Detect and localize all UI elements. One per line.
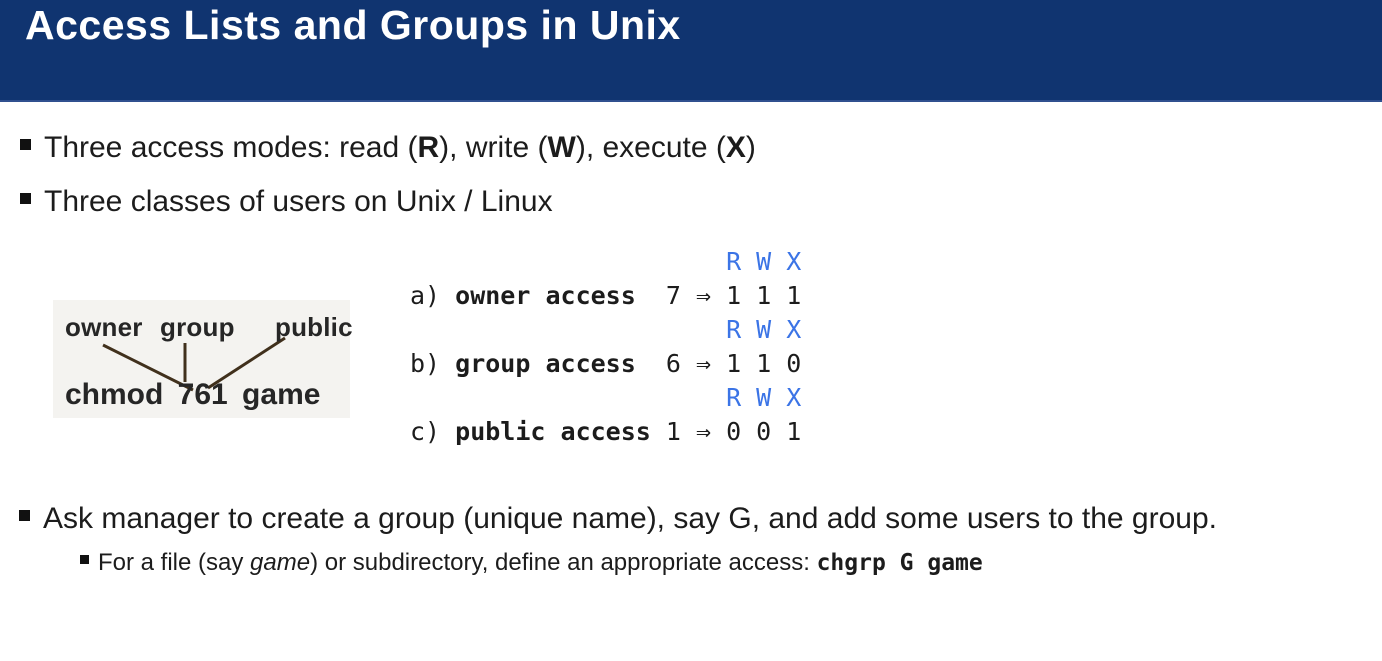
- rwx-header: R W X: [410, 247, 802, 276]
- bullet-text: Three access modes: read (R), write (W),…: [44, 131, 756, 164]
- row-label: group access: [455, 349, 636, 378]
- text-segment: Three access modes: read (: [44, 131, 418, 164]
- row-prefix: b): [410, 349, 456, 378]
- mode-x: X: [725, 131, 746, 164]
- bullet-text: For a file (say game) or subdirectory, d…: [98, 549, 983, 576]
- bullet-square-icon: [80, 555, 89, 564]
- filename-game: game: [250, 549, 311, 576]
- row-values: 6 ⇒ 1 1 0: [635, 349, 802, 378]
- diagram-label-group: group: [160, 312, 235, 342]
- bullet-text: Three classes of users on Unix / Linux: [44, 185, 553, 218]
- row-label: public access: [455, 417, 651, 446]
- bullet-text: Ask manager to create a group (unique na…: [43, 502, 1217, 535]
- access-table: R W X a) owner access 7 ⇒ 1 1 1 R W X b)…: [410, 245, 801, 449]
- bullet-access-modes: Three access modes: read (R), write (W),…: [20, 131, 756, 165]
- bullet-square-icon: [20, 193, 31, 204]
- text-segment: ), execute (: [575, 131, 726, 164]
- diagram-label-public: public: [275, 312, 353, 342]
- page-title: Access Lists and Groups in Unix: [25, 2, 681, 48]
- row-prefix: c): [410, 417, 456, 446]
- row-values: 7 ⇒ 1 1 1: [635, 281, 802, 310]
- table-row-owner: a) owner access 7 ⇒ 1 1 1: [410, 279, 801, 313]
- text-segment: ) or subdirectory, define an appropriate…: [310, 549, 817, 576]
- text-segment: ), write (: [439, 131, 548, 164]
- table-row-public: c) public access 1 ⇒ 0 0 1: [410, 415, 801, 449]
- rwx-header: R W X: [410, 315, 802, 344]
- row-prefix: a): [410, 281, 456, 310]
- row-values: 1 ⇒ 0 0 1: [650, 417, 802, 446]
- row-label: owner access: [455, 281, 636, 310]
- rwx-header: R W X: [410, 383, 802, 412]
- title-bar: Access Lists and Groups in Unix: [0, 0, 1382, 102]
- chmod-diagram: owner group public chmod 761 game: [53, 300, 353, 418]
- bullet-ask-manager: Ask manager to create a group (unique na…: [19, 502, 1217, 536]
- diagram-label-owner: owner: [65, 312, 143, 342]
- table-row-group: b) group access 6 ⇒ 1 1 0: [410, 347, 801, 381]
- chgrp-command: chgrp G game: [816, 550, 983, 576]
- bullet-square-icon: [20, 139, 31, 150]
- sub-bullet-chgrp: For a file (say game) or subdirectory, d…: [80, 549, 983, 577]
- mode-r: R: [417, 131, 440, 164]
- bullet-square-icon: [19, 510, 30, 521]
- mode-w: W: [547, 131, 576, 164]
- diagram-command: chmod 761 game: [65, 378, 321, 411]
- text-segment: For a file (say: [98, 549, 251, 576]
- diagram-connector-lines: [102, 336, 286, 392]
- text-segment: ): [745, 131, 756, 164]
- bullet-user-classes: Three classes of users on Unix / Linux: [20, 185, 553, 219]
